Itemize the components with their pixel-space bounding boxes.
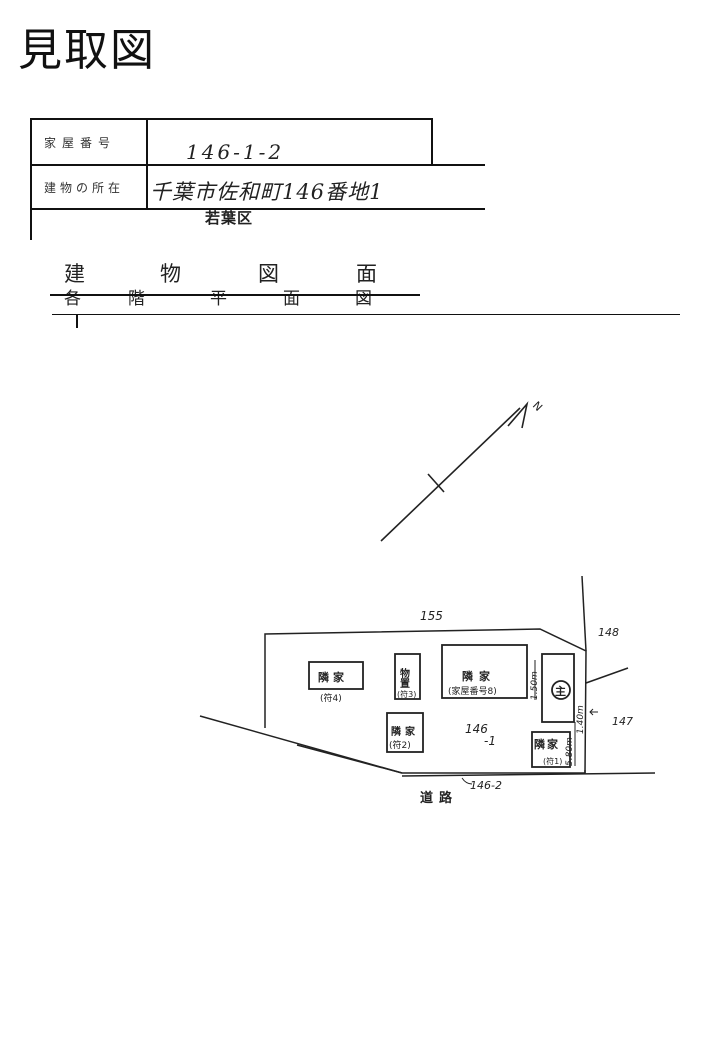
main-building-marker: [551, 680, 571, 700]
property-form: 家屋番号 146-1-2 建物の所在 千葉市佐和町146番地1 若葉区 建 物 …: [0, 0, 720, 340]
building-3: [394, 653, 421, 700]
road-label: 道路: [420, 790, 458, 806]
main-building-label: 主: [555, 684, 566, 698]
building-3-sub: (符3): [397, 689, 416, 699]
building-8-sub: (家屋番号8): [448, 685, 497, 697]
building-4-sub: (符4): [320, 692, 342, 704]
heading-char-2: 物: [160, 262, 181, 286]
strike-through-line: [50, 294, 420, 296]
road-edge-bottom: [401, 772, 656, 777]
lot-155: 155: [420, 609, 443, 623]
lot-146-2-arrow: [461, 777, 473, 785]
right-boundary-line: [581, 575, 587, 652]
lot-boundary: [264, 628, 587, 774]
lot-148: 148: [598, 626, 619, 639]
building-8-label: 隣家: [462, 669, 496, 683]
dimension-3: 5.80m: [565, 737, 575, 766]
form-bottom-border: [30, 208, 485, 210]
heading-tick: [76, 314, 78, 328]
building-2: [386, 712, 424, 753]
heading-underline: [52, 314, 680, 315]
main-building: [541, 653, 575, 723]
building-3-label: 物置: [398, 667, 410, 688]
heading-char-3: 図: [258, 262, 279, 286]
dimension-pointer: [589, 708, 598, 716]
lot-146-2: 146-2: [470, 779, 502, 792]
neighbor-line-148: [585, 667, 629, 684]
lot-146: 146: [465, 722, 488, 736]
location-label: 建物の所在: [44, 181, 125, 195]
form-mid-border: [30, 164, 485, 166]
heading-char-1: 建: [64, 262, 85, 286]
road-edge-left: [199, 715, 403, 774]
lot-147: 147: [612, 715, 633, 728]
heading-char-4: 面: [356, 262, 377, 286]
form-left-border: [30, 118, 32, 240]
page-title: 見取図: [18, 25, 156, 76]
lot-146-sub: -1: [484, 734, 496, 748]
building-8: [441, 644, 528, 699]
location-value: 千葉市佐和町146番地1: [150, 180, 384, 204]
building-1: [531, 731, 571, 768]
building-1-sub: (符1): [543, 756, 562, 766]
form-top-border: [30, 118, 432, 120]
form-right-border: [431, 118, 433, 164]
building-1-label: 隣家: [534, 737, 560, 751]
building-4: [308, 661, 364, 690]
north-label: N: [530, 399, 545, 414]
building-2-sub: (符2): [389, 739, 411, 751]
dimension-2: 1.40m: [576, 705, 586, 734]
form-col-divider: [146, 118, 148, 210]
house-number-label: 家屋番号: [44, 136, 117, 150]
north-arrow: [380, 401, 529, 542]
building-4-label: 隣家: [318, 670, 348, 684]
building-2-label: 隣家: [391, 725, 419, 738]
house-number-value: 146-1-2: [186, 140, 285, 164]
ward-stamp: 若葉区: [205, 209, 254, 227]
